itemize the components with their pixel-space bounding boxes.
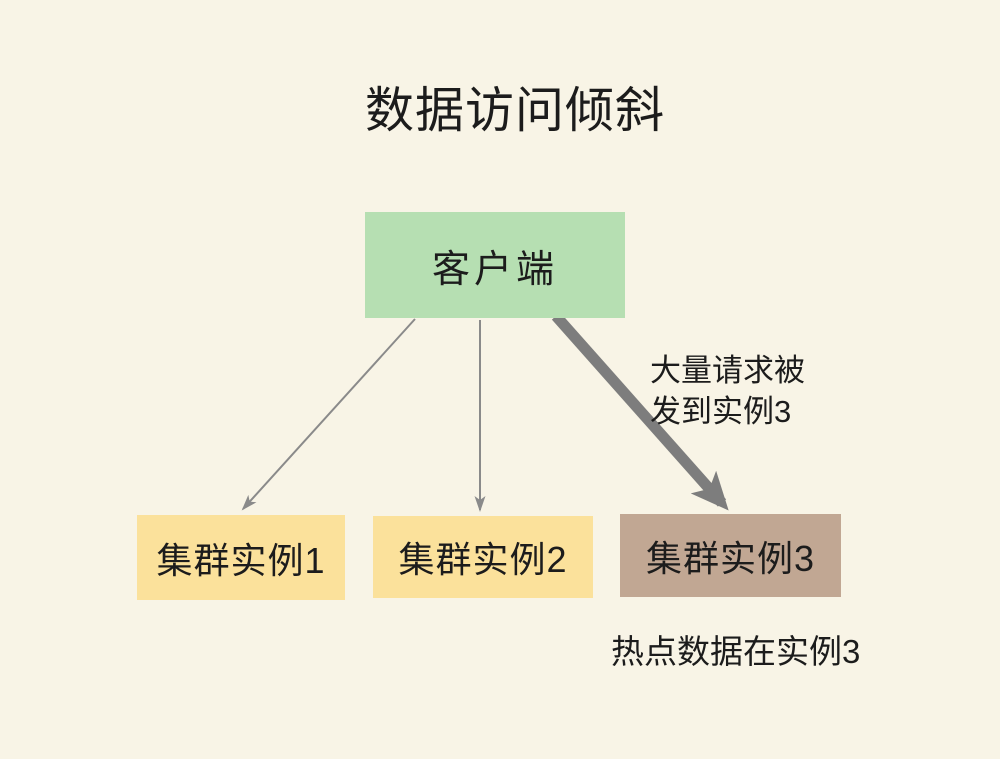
instance1-node-label: 集群实例1 xyxy=(156,539,326,581)
client-node: 客户端 xyxy=(365,212,625,318)
thick-arrow-annotation-line2: 发到实例3 xyxy=(650,394,792,429)
arrow-client-to-instance3-thick xyxy=(551,312,729,511)
client-node-label: 客户端 xyxy=(431,248,558,291)
diagram-title: 数据访问倾斜 xyxy=(364,84,665,138)
instance1-node: 集群实例1 xyxy=(137,515,345,600)
instance3-node: 集群实例3 xyxy=(620,514,841,597)
instance3-node-label: 集群实例3 xyxy=(645,537,816,579)
thick-arrow-annotation-line1: 大量请求被 xyxy=(650,353,805,388)
instance2-node-label: 集群实例2 xyxy=(398,539,568,580)
hot-data-annotation: 热点数据在实例3 xyxy=(611,633,861,670)
arrow-client-to-instance1 xyxy=(241,318,416,511)
instance2-node: 集群实例2 xyxy=(373,516,593,598)
thick-arrow-annotation: 大量请求被 发到实例3 xyxy=(650,350,805,432)
